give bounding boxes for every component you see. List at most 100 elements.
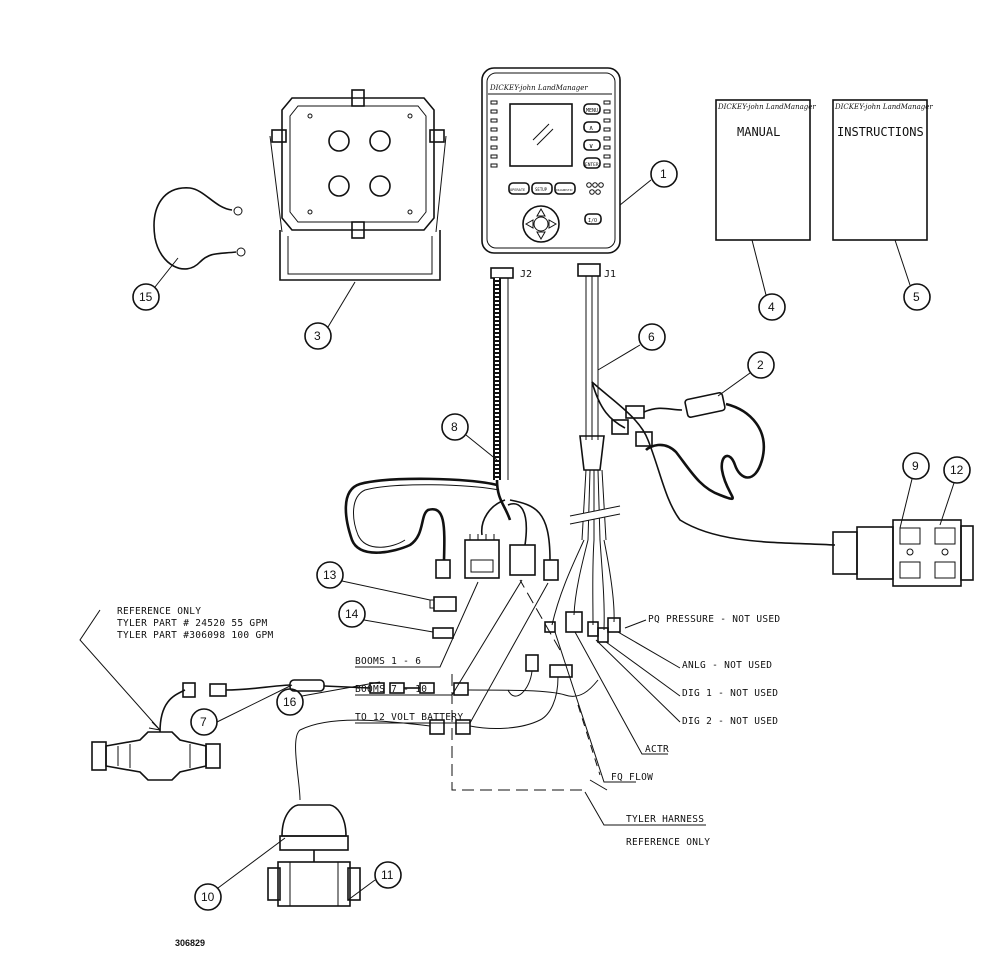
- arrow-left-icon: [524, 219, 534, 229]
- setup-button[interactable]: [531, 182, 553, 195]
- ground-strap: [153, 187, 246, 270]
- diagnostic-button[interactable]: [554, 182, 576, 195]
- tyler-reference-label: REFERENCE ONLY: [626, 837, 710, 848]
- battery-label: TO 12 VOLT BATTERY: [355, 712, 463, 723]
- operate-button-label: OPERATE: [510, 188, 525, 192]
- enter-button[interactable]: [583, 157, 601, 169]
- j1-harness: [544, 276, 836, 643]
- menu-button[interactable]: [583, 103, 601, 115]
- connector-13: [429, 596, 457, 612]
- instructions-title: INSTRUCTIONS: [837, 125, 924, 139]
- actr-label: ACTR: [645, 744, 669, 755]
- instructions-book: DICKEY-john LandManager INSTRUCTIONS: [832, 99, 933, 241]
- tyler-part-100-label: TYLER PART #306098 100 GPM: [117, 630, 274, 641]
- callout-16-label: 16: [283, 695, 297, 709]
- operate-button[interactable]: [508, 182, 530, 195]
- down-button-label: ∨: [589, 142, 593, 150]
- power-button[interactable]: [584, 213, 602, 225]
- arrow-right-icon: [548, 219, 558, 229]
- tyler-harness: [295, 579, 608, 801]
- callout-7-label: 7: [200, 715, 207, 729]
- callout-2-label: 2: [757, 358, 764, 372]
- callout-16: [276, 688, 304, 716]
- j2-branch-labels: BOOMS 1 - 6 BOOMS 7 - 10 TO 12 VOLT BATT…: [355, 579, 549, 724]
- arrow-down-icon: [536, 231, 546, 241]
- connector-j2-label: J2: [520, 269, 532, 280]
- instructions-brand: DICKEY-john LandManager: [834, 103, 933, 111]
- dig1-label: DIG 1 - NOT USED: [682, 688, 778, 699]
- pq-pressure-label: PQ PRESSURE - NOT USED: [648, 614, 780, 625]
- callout-3: [304, 322, 332, 350]
- callout-14: [338, 600, 366, 628]
- indicator-dots: [586, 182, 604, 195]
- callout-11: [374, 861, 402, 889]
- callout-14-label: 14: [345, 607, 359, 621]
- enter-button-label: ENTER: [585, 162, 599, 168]
- up-button[interactable]: [583, 121, 601, 133]
- j1-branch-labels: PQ PRESSURE - NOT USED ANLG - NOT USED D…: [554, 614, 780, 783]
- callout-13-label: 13: [323, 568, 337, 582]
- callout-9: [902, 452, 930, 480]
- callout-12: [943, 456, 971, 484]
- callout-4-label: 4: [768, 300, 775, 314]
- callout-1: [650, 160, 678, 188]
- callout-5: [903, 283, 931, 311]
- tyler-harness-label: TYLER HARNESS: [626, 814, 704, 825]
- callouts: 1 2 3 4 5 6 7 8 9 10: [132, 160, 971, 911]
- manual-title: MANUAL: [737, 125, 780, 139]
- dig2-label: DIG 2 - NOT USED: [682, 716, 778, 727]
- callout-12-label: 12: [950, 463, 964, 477]
- callout-10-label: 10: [201, 890, 215, 904]
- booms-1-6-label: BOOMS 1 - 6: [355, 656, 421, 667]
- j2-harness: [344, 278, 559, 581]
- tyler-harness-note: TYLER HARNESS REFERENCE ONLY: [584, 791, 710, 848]
- control-valve: [832, 519, 974, 587]
- callout-1-label: 1: [660, 167, 667, 181]
- down-button[interactable]: [583, 139, 601, 151]
- monitor-console: DICKEY-john LandManager: [481, 67, 621, 280]
- speed-sensor: [645, 392, 765, 501]
- reference-only-label: REFERENCE ONLY: [117, 606, 201, 617]
- power-button-label: I/O: [588, 218, 597, 224]
- callout-3-label: 3: [314, 329, 321, 343]
- callout-10: [194, 883, 222, 911]
- figure-number: 306829: [175, 938, 205, 948]
- manual-book: DICKEY-john LandManager MANUAL: [715, 99, 816, 241]
- led-column-right: [603, 100, 611, 168]
- callout-15-label: 15: [139, 290, 153, 304]
- reference-note: REFERENCE ONLY TYLER PART # 24520 55 GPM…: [79, 606, 274, 731]
- manual-brand: DICKEY-john LandManager: [717, 103, 816, 111]
- fq-flow-label: FQ FLOW: [611, 772, 653, 783]
- callout-8: [441, 413, 469, 441]
- up-button-label: ∧: [589, 124, 593, 132]
- diagnostic-button-label: DIAGNOSTIC: [556, 188, 573, 192]
- callout-15: [132, 283, 160, 311]
- menu-button-label: MENU: [586, 108, 598, 114]
- monitor-brand: DICKEY-john LandManager: [489, 84, 588, 92]
- connector-14: [432, 627, 454, 639]
- anlg-label: ANLG - NOT USED: [682, 660, 772, 671]
- connector-j1: [577, 263, 601, 277]
- callout-4: [758, 293, 786, 321]
- flow-meter: [91, 682, 221, 781]
- connector-j1-label: J1: [604, 269, 616, 280]
- callout-9-label: 9: [912, 459, 919, 473]
- led-column-left: [490, 100, 498, 168]
- callout-2: [747, 351, 775, 379]
- direction-pad[interactable]: [522, 205, 560, 243]
- callout-6-label: 6: [648, 330, 655, 344]
- connector-j2: [490, 267, 514, 279]
- booms-7-10-label: BOOMS 7 - 10: [355, 684, 427, 695]
- monitor-screen: [509, 103, 573, 167]
- setup-button-label: SETUP: [535, 187, 548, 192]
- mounting-bracket: [269, 89, 447, 281]
- callout-13: [316, 561, 344, 589]
- callout-8-label: 8: [451, 420, 458, 434]
- tyler-part-55-label: TYLER PART # 24520 55 GPM: [117, 618, 268, 629]
- callout-11-label: 11: [381, 868, 394, 882]
- pump: [267, 804, 361, 907]
- arrow-up-icon: [536, 207, 546, 217]
- callout-5-label: 5: [913, 290, 920, 304]
- callout-6: [638, 323, 666, 351]
